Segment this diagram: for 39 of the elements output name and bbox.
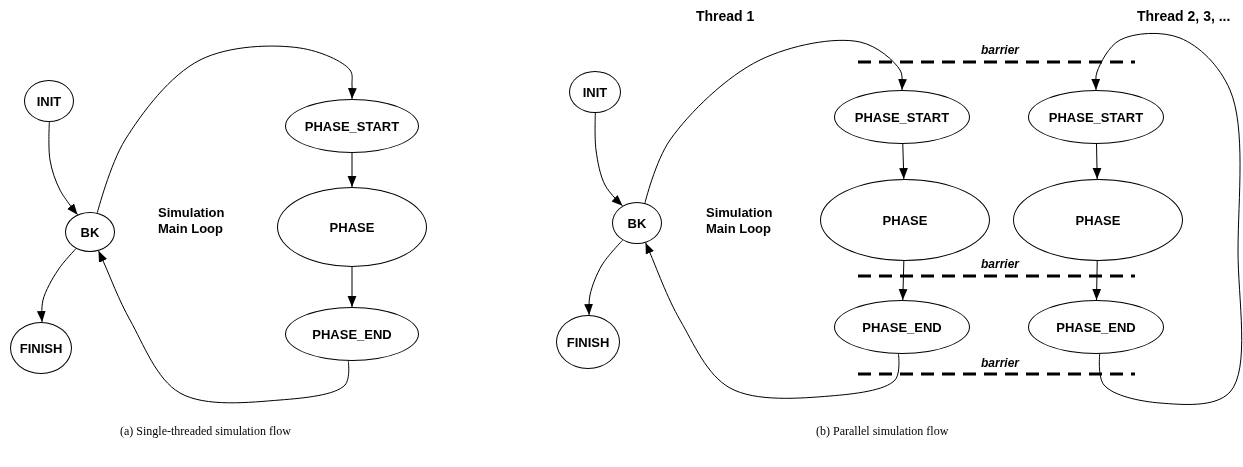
state-label: PHASE_END	[312, 326, 392, 342]
state-label: PHASE	[882, 212, 928, 228]
arrow	[36, 248, 77, 323]
state-label: BK	[80, 224, 100, 240]
arrow	[98, 250, 350, 404]
state-label: BK	[627, 215, 647, 231]
barrier-label: barrier	[981, 356, 1020, 370]
barrier-label: barrier	[981, 257, 1020, 271]
state-label: PHASE_END	[1056, 319, 1136, 335]
arrow	[48, 121, 79, 216]
arrow	[899, 143, 908, 180]
state-label: FINISH	[566, 334, 610, 350]
state-label: PHASE_START	[304, 118, 400, 134]
arrow	[347, 152, 357, 188]
arrow	[347, 266, 357, 308]
state-label: INIT	[36, 93, 62, 109]
arrow	[96, 45, 357, 214]
state-label: PHASE_END	[862, 319, 942, 335]
state-label: PHASE	[1075, 212, 1121, 228]
thread-heading: Thread 1	[696, 8, 755, 24]
arrow	[594, 112, 624, 207]
arrow	[1092, 143, 1102, 180]
state-label: INIT	[582, 84, 608, 100]
panel-caption: (a) Single-threaded simulation flow	[120, 424, 291, 439]
arrow	[644, 39, 907, 204]
state-label: PHASE	[329, 219, 375, 235]
state-label: FINISH	[19, 340, 63, 356]
state-label: PHASE_START	[854, 109, 950, 125]
thread-heading: Thread 2, 3, ...	[1137, 8, 1231, 24]
arrow	[898, 260, 908, 301]
barrier-label: barrier	[981, 43, 1020, 57]
loop-label: Simulation Main Loop	[158, 205, 226, 237]
state-label: PHASE_START	[1048, 109, 1144, 125]
arrow	[645, 242, 900, 399]
arrow	[1091, 32, 1243, 405]
panel-caption: (b) Parallel simulation flow	[816, 424, 949, 439]
arrow	[1092, 260, 1102, 301]
loop-label: Simulation Main Loop	[706, 205, 774, 237]
arrow	[584, 239, 624, 316]
